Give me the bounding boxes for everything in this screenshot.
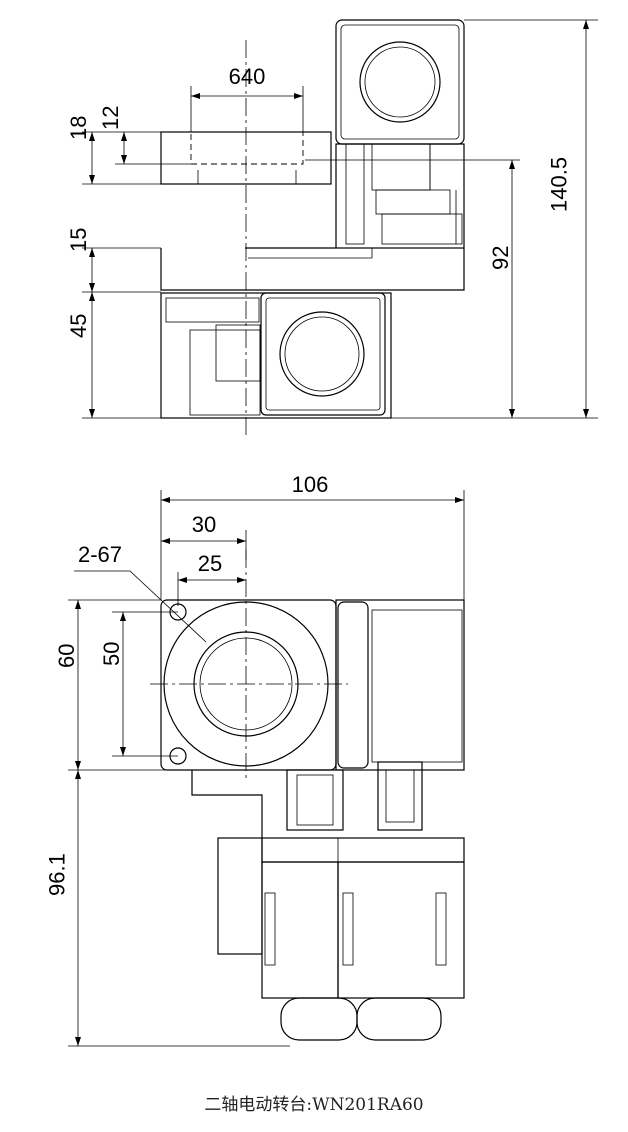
lower-motor-circle [279,311,365,397]
dim-92: 92 [488,246,513,270]
dim-96-1: 96.1 [45,853,70,896]
front-block [160,599,337,771]
upper-motor-circle [359,41,441,123]
drawing-caption: 二轴电动转台:WN201RA60 [204,1095,424,1115]
dim-15: 15 [66,228,91,252]
top-view: 640 18 12 15 45 92 140.5 [66,19,598,438]
foot-left [280,997,358,1041]
dim-30: 30 [192,512,216,537]
lower-motor-right [337,861,465,999]
dim-18: 18 [66,116,91,140]
bottom-view: 106 30 25 2-67 60 50 96.1 [45,472,465,1047]
side-motor-block [335,599,465,771]
lower-motor-left [261,861,339,999]
dim-50: 50 [99,642,124,666]
dim-12: 12 [98,106,123,130]
dim-640: 640 [229,64,266,89]
lower-motor-housing [260,292,386,416]
lower-assembly [160,292,392,419]
dim-60: 60 [54,644,79,668]
dim-140-5: 140.5 [546,157,571,212]
upper-motor-housing [335,19,465,145]
dim-106: 106 [292,472,329,497]
dim-45: 45 [66,314,91,338]
hole-callout: 2-67 [78,542,122,567]
dim-25: 25 [198,551,222,576]
foot-right [356,997,442,1041]
